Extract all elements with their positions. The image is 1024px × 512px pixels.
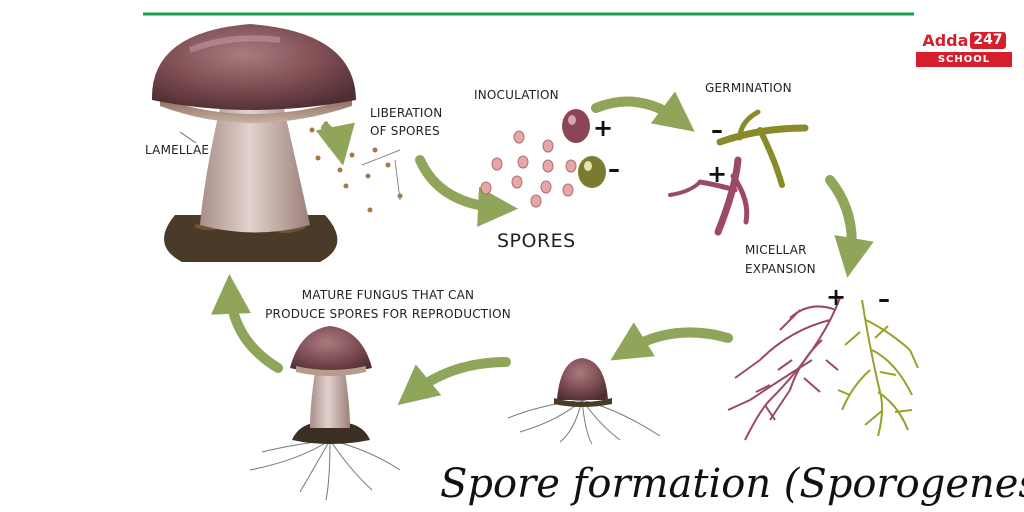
sprouting-mushroom <box>507 358 661 445</box>
label-germination: GERMINATION <box>705 81 792 95</box>
label-mature-line2: PRODUCE SPORES FOR REPRODUCTION <box>265 307 511 321</box>
spore-cluster <box>480 130 577 208</box>
logo-tagline: SCHOOL <box>916 52 1012 67</box>
minus-sign-mycelium: – <box>878 285 890 313</box>
page-title: Spore formation (Sporogenesis) <box>432 456 1024 512</box>
minus-mycelium <box>837 299 919 437</box>
label-inoculation: INOCULATION <box>474 88 559 102</box>
plus-spore <box>562 109 590 143</box>
minus-sign-germination: – <box>711 116 723 144</box>
cycle-arrows <box>210 91 874 406</box>
label-spores: SPORES <box>497 230 576 252</box>
label-mature-line1: MATURE FUNGUS THAT CAN <box>301 288 475 302</box>
logo-number: 247 <box>970 31 1006 49</box>
label-micellar-line1: MICELLAR <box>745 243 807 257</box>
minus-sign-inoculation: – <box>608 155 620 183</box>
young-mushroom <box>249 326 401 501</box>
plus-mycelium <box>727 297 841 441</box>
plus-sign-mycelium: + <box>826 283 847 311</box>
label-lamellae: LAMELLAE <box>145 143 210 157</box>
minus-spore <box>578 156 606 188</box>
label-micellar-line2: EXPANSION <box>745 262 816 276</box>
germinating-hyphae <box>668 109 809 236</box>
plus-sign-inoculation: + <box>593 114 614 142</box>
label-liberation-line1: LIBERATION <box>370 106 443 120</box>
logo-brand: Adda <box>922 30 969 50</box>
label-liberation-line2: OF SPORES <box>370 124 440 138</box>
large-mushroom <box>151 24 356 262</box>
plus-sign-germination: + <box>707 160 728 188</box>
